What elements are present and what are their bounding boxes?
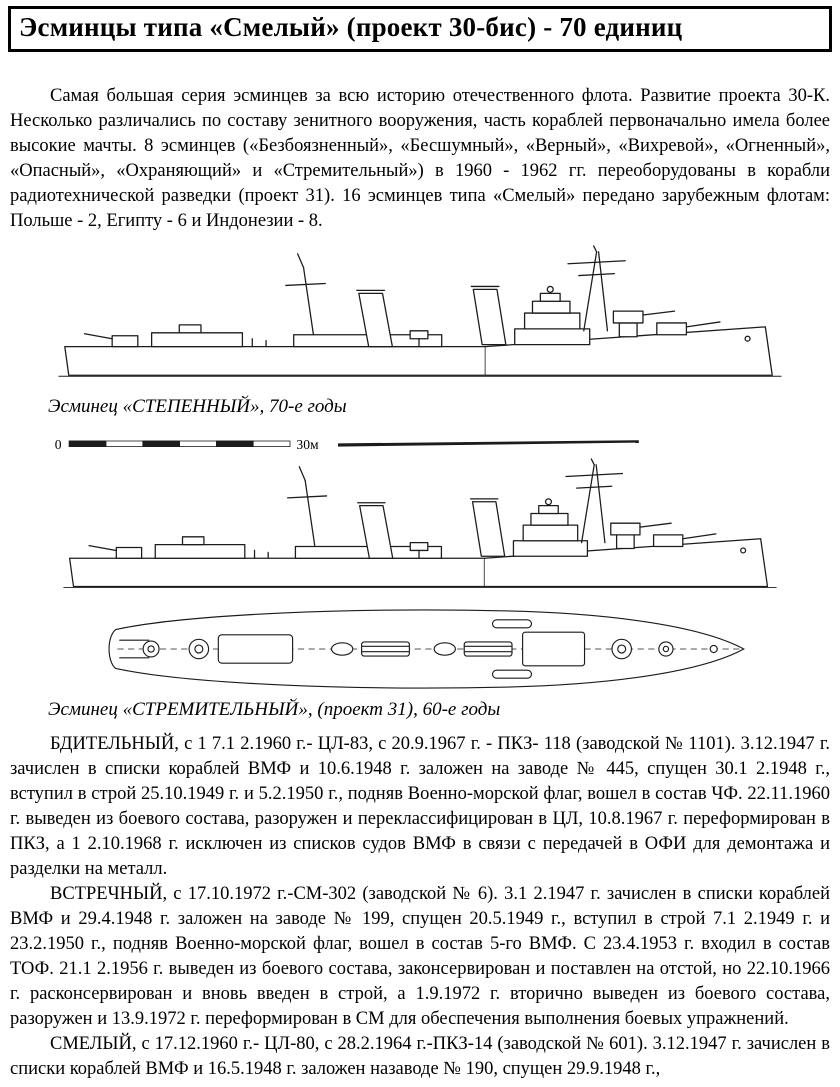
figure-caption-stremitelny: Эсминец «СТРЕМИТЕЛЬНЫЙ», (проект 31), 60… xyxy=(48,699,501,720)
figure-stremitelny: 0 30м Эсминец «СТРЕМИТЕЛЬНЫЙ», (проект 3… xyxy=(8,433,832,722)
figure-stepenny: Эсминец «СТЕПЕННЫЙ», 70-е годы xyxy=(8,244,832,419)
scale-bar: 0 30м xyxy=(55,437,639,452)
intro-paragraph: Самая большая серия эсминцев за всю исто… xyxy=(10,86,830,231)
ship-paragraph-vstrechny: ВСТРЕЧНЫЙ, с 17.10.1972 г.-СМ-302 (завод… xyxy=(10,884,830,1029)
scale-start-label: 0 xyxy=(55,437,62,452)
page-title: Эсминцы типа «Смелый» (проект 30-бис) - … xyxy=(19,12,683,42)
destroyer-side-profile-drawing xyxy=(50,244,790,392)
title-box: Эсминцы типа «Смелый» (проект 30-бис) - … xyxy=(8,6,832,52)
scale-end-label: 30м xyxy=(296,437,319,452)
scale-ruler xyxy=(68,440,291,447)
ship-paragraph-bditelny: БДИТЕЛЬНЫЙ, с 1 7.1 2.1960 г.- ЦЛ-83, с … xyxy=(10,734,830,879)
antenna-line-drawing xyxy=(338,440,639,447)
ship-paragraph-smely: СМЕЛЫЙ, с 17.12.1960 г.- ЦЛ-80, с 28.2.1… xyxy=(10,1034,830,1079)
destroyer-side-profile-drawing xyxy=(50,457,790,603)
destroyer-plan-view-drawing xyxy=(50,603,790,695)
ship-history-section: БДИТЕЛЬНЫЙ, с 1 7.1 2.1960 г.- ЦЛ-83, с … xyxy=(8,732,832,1082)
figure-caption-stepenny: Эсминец «СТЕПЕННЫЙ», 70-е годы xyxy=(48,396,347,417)
